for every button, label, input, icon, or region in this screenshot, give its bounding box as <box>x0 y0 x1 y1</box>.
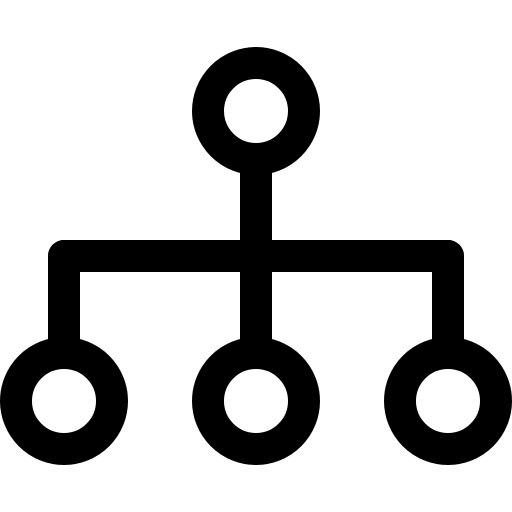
left-node-circle <box>0 337 128 465</box>
right-node-circle <box>384 337 512 465</box>
center-node-circle <box>192 337 320 465</box>
